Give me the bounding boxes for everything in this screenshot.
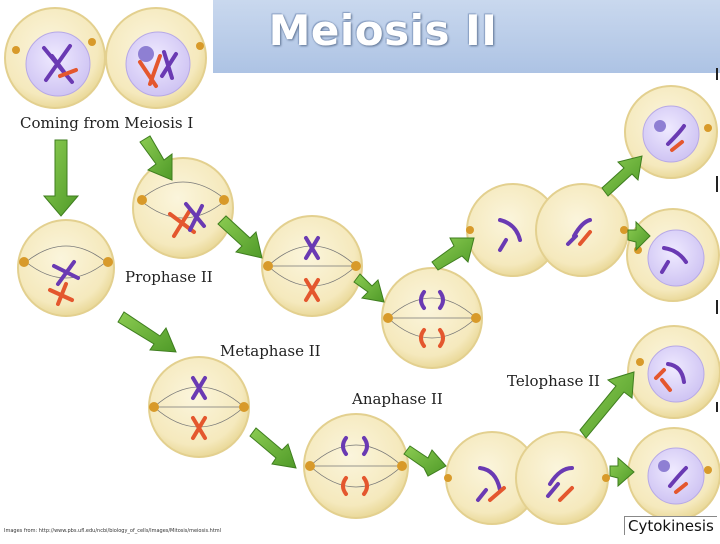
arrow-to-anaphase-bottom <box>249 427 297 469</box>
edge-mark-4 <box>716 402 718 412</box>
label-telophase: Telophase II <box>507 372 600 390</box>
cell-from-meiosis-1-left <box>4 7 106 109</box>
edge-mark-2 <box>716 176 718 192</box>
edge-mark-3 <box>716 300 718 314</box>
label-coming-from: Coming from Meiosis I <box>20 114 194 132</box>
arrow-to-telophase-top <box>431 237 475 271</box>
arrow-to-daughter-2 <box>627 220 651 252</box>
cell-from-meiosis-1-right <box>105 7 207 109</box>
telophase-cells-bottom <box>444 431 610 525</box>
anaphase-cell-top <box>381 267 483 369</box>
arrow-to-daughter-1 <box>601 155 643 197</box>
arrow-to-prophase-left <box>42 139 80 217</box>
daughter-cell-3 <box>627 325 720 419</box>
arrow-to-metaphase-bottom <box>117 311 177 353</box>
label-metaphase: Metaphase II <box>220 342 321 360</box>
arrow-to-prophase-right <box>139 135 173 181</box>
title-banner <box>213 0 720 73</box>
daughter-cell-2 <box>626 208 720 302</box>
image-credit: Images from: http://www.pbs.ufl.edu/ncbi… <box>4 528 222 534</box>
anaphase-cell-bottom <box>303 413 409 519</box>
metaphase-cell-bottom <box>148 356 250 458</box>
arrow-to-metaphase-top <box>217 215 263 259</box>
prophase-cell-right <box>132 157 234 259</box>
arrow-to-telophase-bottom <box>403 445 447 477</box>
arrow-to-anaphase-top <box>353 273 385 303</box>
arrow-to-daughter-3 <box>579 371 635 439</box>
label-cytokinesis: Cytokinesis <box>624 516 717 535</box>
daughter-cell-1 <box>624 85 718 179</box>
page-title: Meiosis II <box>268 6 498 55</box>
label-prophase: Prophase II <box>125 268 213 286</box>
telophase-cells-top <box>466 183 629 277</box>
daughter-cell-4 <box>627 427 720 521</box>
label-anaphase: Anaphase II <box>352 390 443 408</box>
prophase-cell-left <box>17 219 115 317</box>
metaphase-cell-top <box>261 215 363 317</box>
edge-mark-1 <box>716 68 718 80</box>
arrow-to-daughter-4 <box>609 456 635 488</box>
